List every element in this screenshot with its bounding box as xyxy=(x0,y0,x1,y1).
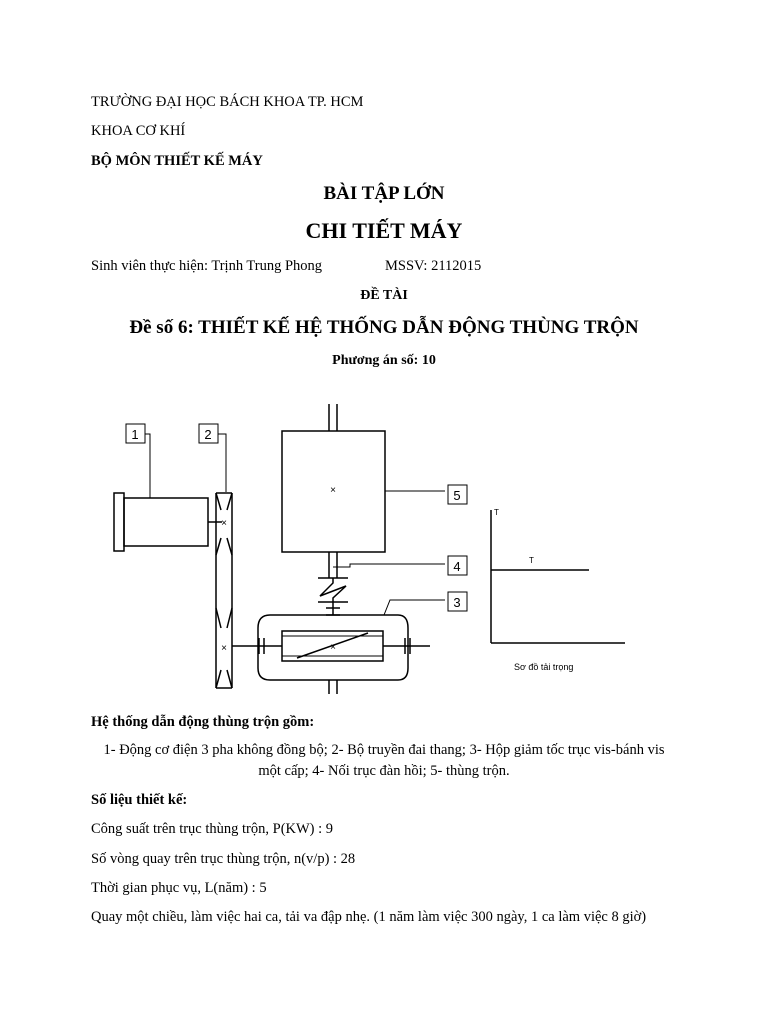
callout-3: 3 xyxy=(453,595,460,610)
topic-title: Đề số 6: THIẾT KẾ HỆ THỐNG DẪN ĐỘNG THÙN… xyxy=(129,317,639,338)
assignment-title: BÀI TẬP LỚN xyxy=(323,183,445,204)
faculty-name: KHOA CƠ KHÍ xyxy=(91,123,186,139)
load-level-label: T xyxy=(529,556,534,565)
spec-lifetime: Thời gian phục vụ, L(năm) : 5 xyxy=(91,880,267,896)
load-axis-label: T xyxy=(494,508,499,517)
spec-speed: Số vòng quay trên trục thùng trộn, n(v/p… xyxy=(91,851,356,867)
drive-system-diagram: × × × × 1 2 5 4 3 T T Sơ đồ tải trọng xyxy=(113,404,625,694)
variant-number: Phương án số: 10 xyxy=(332,353,436,368)
shaft-marker: × xyxy=(221,643,227,654)
callout-5: 5 xyxy=(453,488,460,503)
shaft-marker: × xyxy=(221,518,227,529)
student-name: Sinh viên thực hiện: Trịnh Trung Phong xyxy=(91,258,323,274)
system-description-line-1: 1- Động cơ điện 3 pha không đồng bộ; 2- … xyxy=(103,742,665,758)
specs-heading: Số liệu thiết kế: xyxy=(91,792,188,808)
callout-1: 1 xyxy=(131,427,138,442)
topic-heading: ĐỀ TÀI xyxy=(360,288,408,303)
course-title: CHI TIẾT MÁY xyxy=(305,218,463,243)
callout-4: 4 xyxy=(453,559,460,574)
spec-operating-conditions: Quay một chiều, làm việc hai ca, tải va … xyxy=(91,909,647,925)
system-description-line-2: một cấp; 4- Nối trục đàn hồi; 5- thùng t… xyxy=(258,763,510,779)
student-id: MSSV: 2112015 xyxy=(385,258,482,274)
load-diagram-caption: Sơ đồ tải trọng xyxy=(514,662,573,672)
university-name: TRƯỜNG ĐẠI HỌC BÁCH KHOA TP. HCM xyxy=(91,94,364,110)
department-name: BỘ MÔN THIẾT KẾ MÁY xyxy=(91,153,263,169)
shaft-marker: × xyxy=(330,485,336,496)
shaft-marker: × xyxy=(330,642,336,653)
system-heading: Hệ thống dẫn động thùng trộn gồm: xyxy=(91,714,315,730)
callout-2: 2 xyxy=(204,427,211,442)
spec-power: Công suất trên trục thùng trộn, P(KW) : … xyxy=(91,821,334,837)
